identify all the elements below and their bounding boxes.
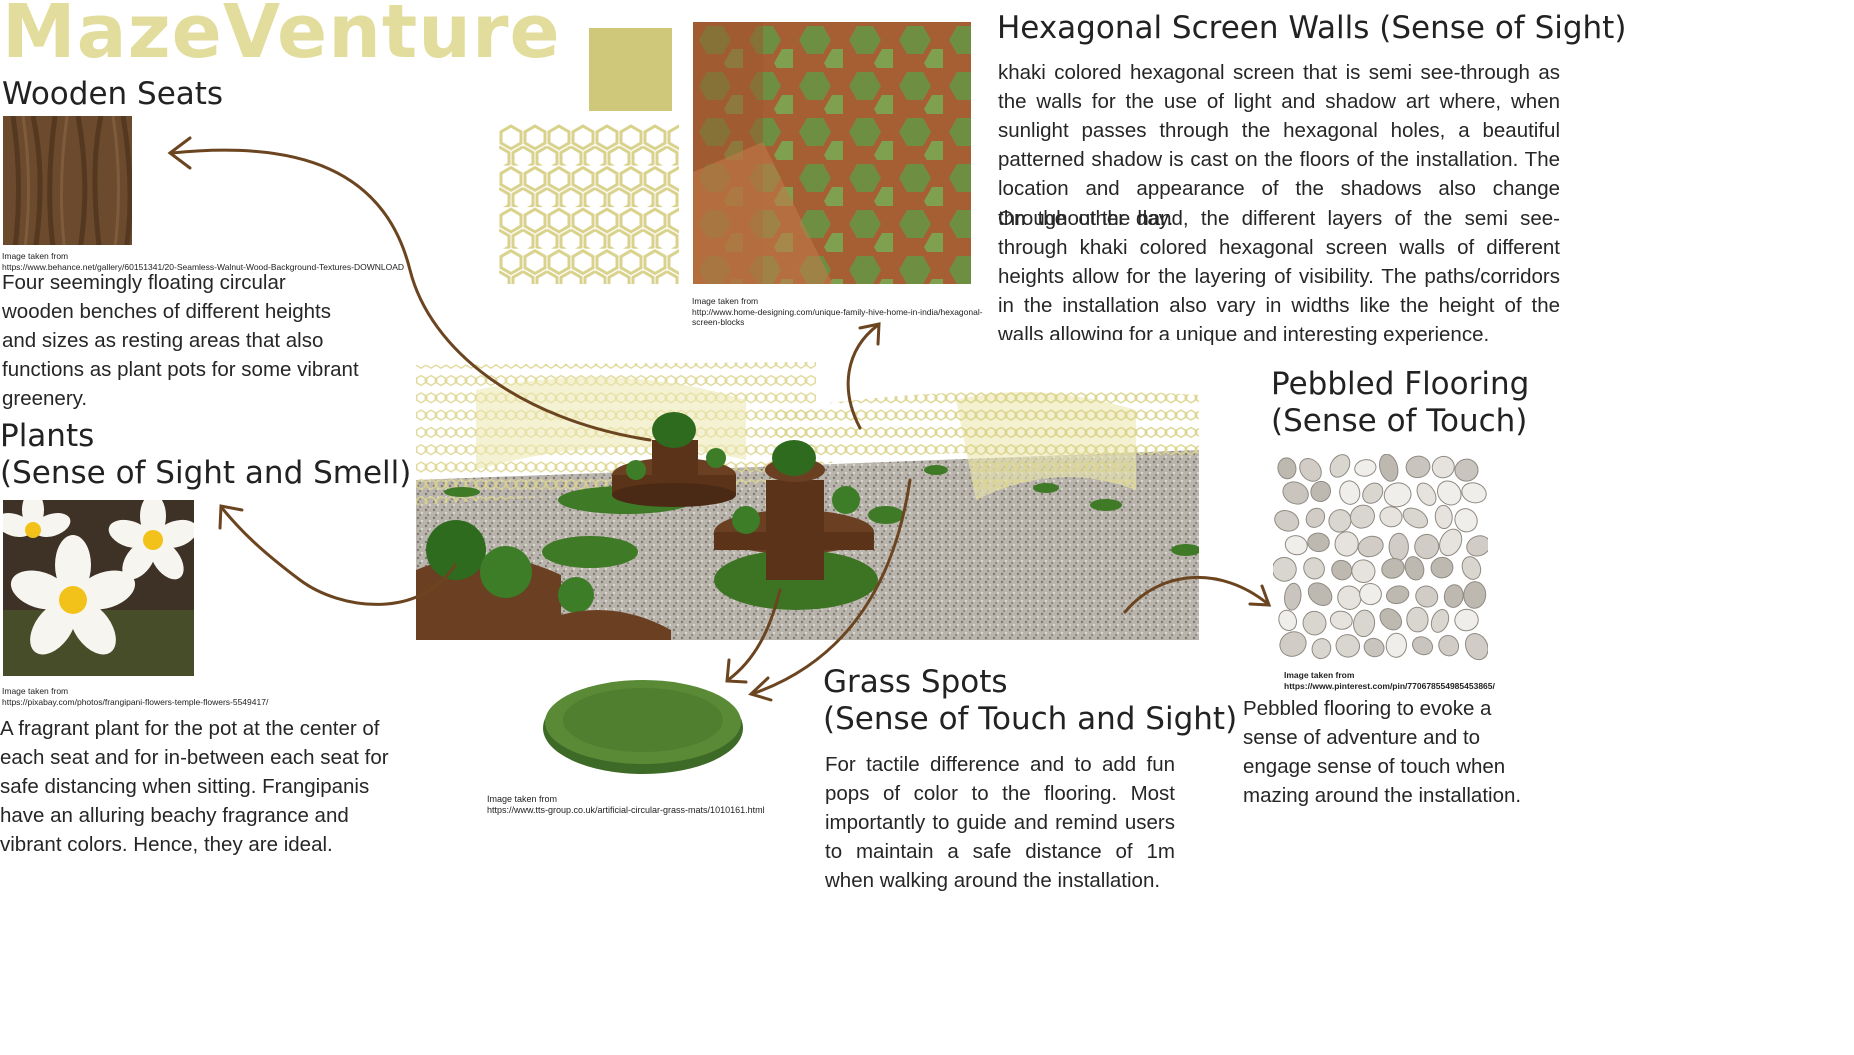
- pebble: [1431, 455, 1455, 479]
- page-title: MazeVenture: [2, 0, 561, 75]
- plants-description: A fragrant plant for the pot at the cent…: [0, 717, 389, 857]
- pebble: [1337, 585, 1362, 610]
- pebble: [1307, 582, 1333, 606]
- pebble: [1412, 636, 1434, 656]
- pebble: [1443, 584, 1464, 608]
- pebble: [1311, 638, 1332, 660]
- pebble: [1430, 609, 1450, 633]
- pebble: [1331, 559, 1353, 581]
- pebble: [1357, 535, 1384, 558]
- pebble: [1402, 507, 1429, 529]
- pebble: [1359, 582, 1382, 606]
- pebbled-flooring-credit: Image taken from https://www.pinterest.c…: [1284, 670, 1495, 691]
- pebble: [1405, 455, 1431, 479]
- wooden-seats-description: Four seemingly floating circular wooden …: [2, 271, 359, 411]
- pebble: [1437, 480, 1462, 506]
- frangipani-photo: [3, 500, 194, 676]
- hexagonal-walls-heading: Hexagonal Screen Walls (Sense of Sight): [997, 10, 1627, 46]
- grass-spots-description: For tactile difference and to add fun po…: [825, 753, 1175, 893]
- pebble: [1350, 504, 1375, 529]
- pebble: [1282, 481, 1309, 505]
- pebble: [1439, 528, 1463, 557]
- pebble: [1461, 482, 1487, 504]
- pebble: [1383, 482, 1412, 508]
- pebble: [1305, 507, 1326, 528]
- pebble: [1381, 558, 1405, 579]
- pebble: [1362, 482, 1384, 504]
- pebble: [1353, 609, 1376, 638]
- pebble: [1379, 506, 1403, 528]
- hexagonal-wall-credit: Image taken from http://www.home-designi…: [692, 296, 983, 328]
- pebble: [1379, 608, 1402, 631]
- pebble: [1461, 556, 1482, 580]
- pebble: [1386, 585, 1410, 605]
- hexagon-pattern-swatch: [499, 124, 679, 284]
- pebble: [1438, 634, 1460, 657]
- pebble: [1339, 480, 1361, 505]
- wood-texture-image: [3, 116, 132, 245]
- plants-heading: Plants (Sense of Sight and Smell): [0, 418, 412, 492]
- pebble: [1310, 480, 1332, 502]
- pebble: [1273, 556, 1297, 582]
- pebble: [1278, 609, 1297, 632]
- pebble: [1466, 535, 1488, 557]
- pebble: [1351, 559, 1376, 583]
- pebble: [1463, 581, 1487, 609]
- pebbled-flooring-description: Pebbled flooring to evoke a sense of adv…: [1243, 697, 1522, 808]
- pebble: [1454, 608, 1479, 632]
- pebble: [1406, 606, 1429, 633]
- pebble: [1416, 482, 1437, 506]
- khaki-color-swatch: [589, 28, 672, 111]
- wooden-seats-heading: Wooden Seats: [2, 76, 224, 112]
- pebble: [1277, 457, 1297, 480]
- pebble: [1307, 532, 1330, 553]
- pebble: [1284, 535, 1308, 556]
- grass-spots-credit: Image taken from https://www.tts-group.c…: [487, 794, 765, 816]
- grass-mat-image: [540, 668, 746, 780]
- pebble: [1388, 532, 1409, 561]
- pebble: [1299, 458, 1322, 482]
- hexagonal-walls-paragraph-1: khaki colored hexagonal screen that is s…: [998, 61, 1560, 230]
- pebble: [1454, 458, 1479, 482]
- pebble: [1434, 504, 1453, 530]
- pebble: [1329, 454, 1351, 478]
- pebble: [1354, 459, 1377, 477]
- installation-render: [416, 340, 1199, 640]
- pebble: [1274, 510, 1300, 532]
- pebble: [1363, 637, 1385, 658]
- pebble: [1329, 610, 1353, 630]
- pebbles-photo: [1273, 454, 1488, 664]
- pebbled-flooring-heading: Pebbled Flooring (Sense of Touch): [1271, 366, 1530, 440]
- pebble: [1284, 582, 1302, 611]
- hexagonal-wall-photo: [693, 22, 971, 284]
- hexagonal-walls-paragraph-2: On the other hand, the different layers …: [998, 207, 1560, 347]
- pebble: [1385, 632, 1407, 658]
- pebble: [1464, 633, 1488, 661]
- pebble: [1414, 533, 1440, 560]
- pebble: [1379, 454, 1399, 482]
- pebble: [1335, 634, 1361, 658]
- pebble: [1454, 508, 1478, 533]
- plants-credit: Image taken from https://pixabay.com/pho…: [2, 686, 269, 707]
- pebble: [1328, 509, 1352, 533]
- pebble: [1415, 585, 1439, 608]
- grass-spots-heading: Grass Spots (Sense of Touch and Sight): [823, 664, 1238, 738]
- pebble: [1302, 610, 1327, 636]
- pebble: [1334, 531, 1359, 557]
- pebble: [1404, 556, 1425, 581]
- pebble: [1430, 556, 1454, 579]
- pebble: [1279, 631, 1307, 657]
- pebble: [1303, 557, 1325, 580]
